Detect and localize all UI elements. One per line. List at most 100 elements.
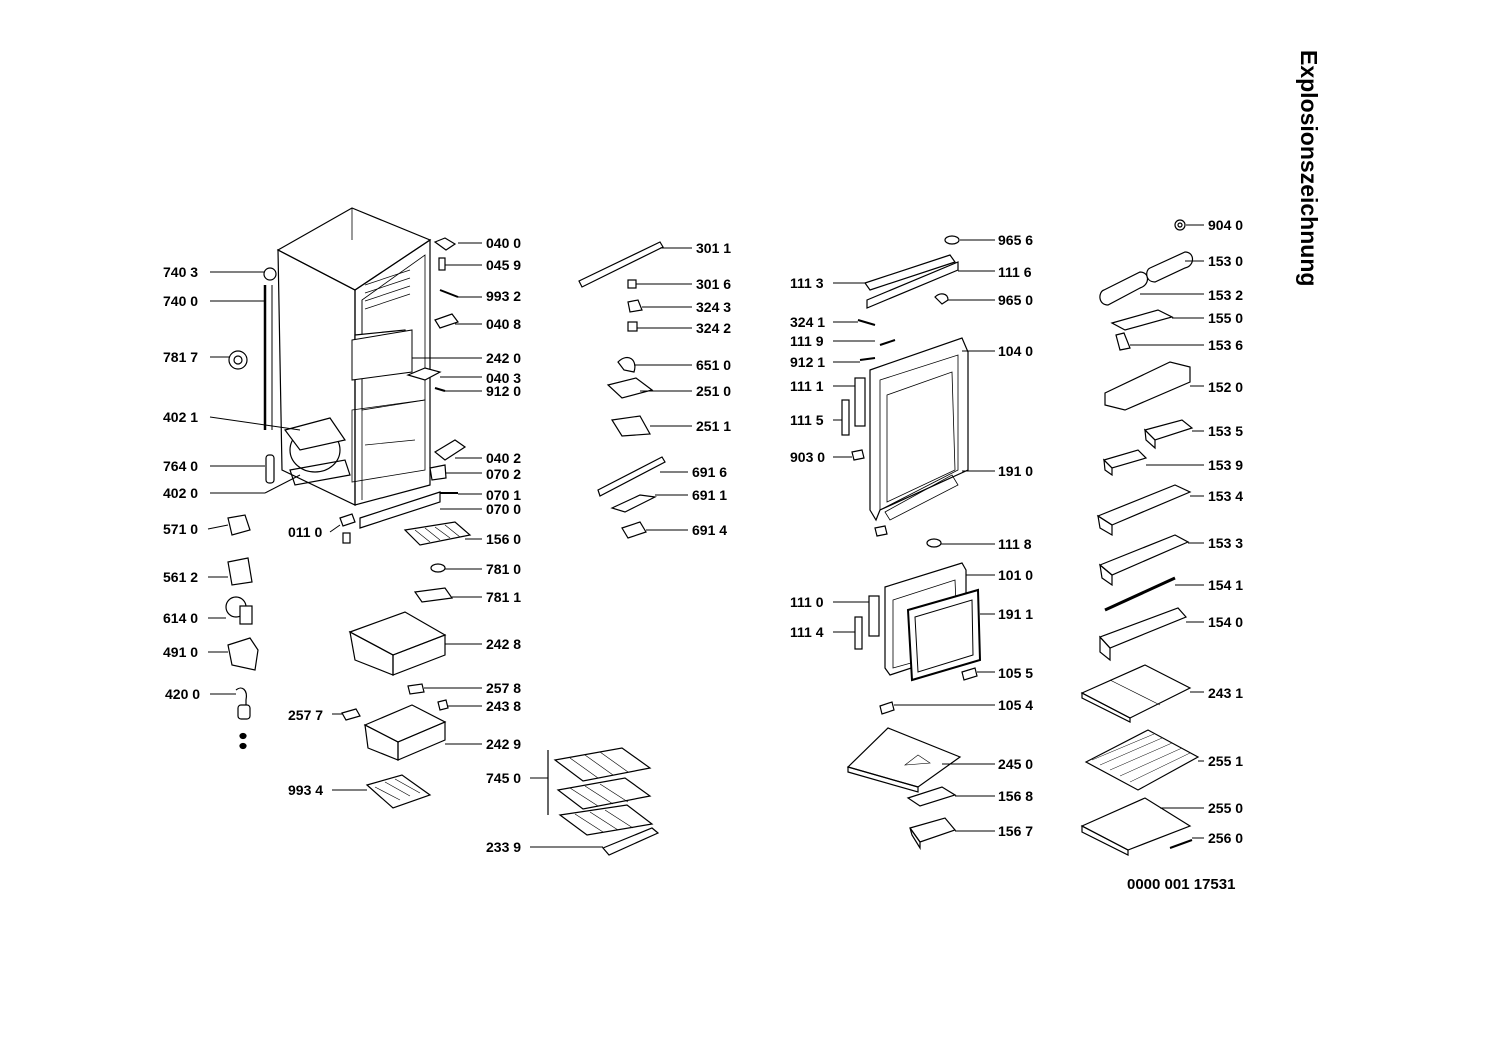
label-324-1: 324 1 [790, 314, 826, 330]
label-040-8: 040 8 [486, 316, 522, 332]
label-155-0: 155 0 [1208, 310, 1244, 326]
part-156-8 [906, 786, 957, 807]
label-257-8: 257 8 [486, 680, 522, 696]
label-745-0: 745 0 [486, 770, 522, 786]
label-111-0: 111 0 [790, 594, 824, 610]
label-040-3: 040 3 [486, 370, 522, 386]
label-156-0: 156 0 [486, 531, 522, 547]
label-243-1: 243 1 [1208, 685, 1244, 701]
label-153-2: 153 2 [1208, 287, 1244, 303]
part-156-7 [909, 817, 957, 851]
label-111-9: 111 9 [790, 333, 824, 349]
label-993-2: 993 2 [486, 288, 522, 304]
label-571-0: 571 0 [163, 521, 199, 537]
label-764-0: 764 0 [163, 458, 199, 474]
label-251-1: 251 1 [696, 418, 732, 434]
ice-tray [403, 521, 472, 546]
label-070-0: 070 0 [486, 501, 522, 517]
label-614-0: 614 0 [163, 610, 199, 626]
label-561-2: 561 2 [163, 569, 199, 585]
part-233-9 [602, 827, 660, 856]
label-903-0: 903 0 [790, 449, 826, 465]
label-101-0: 101 0 [998, 567, 1034, 583]
label-740-0: 740 0 [163, 293, 199, 309]
leader-lines [207, 224, 1204, 848]
label-104-0: 104 0 [998, 343, 1034, 359]
part-781-1 [413, 587, 454, 603]
bottom-shelf-right [1080, 797, 1192, 856]
label-153-6: 153 6 [1208, 337, 1244, 353]
label-402-1: 402 1 [163, 409, 199, 425]
rear-condenser [263, 267, 277, 430]
part-243-8 [437, 699, 449, 711]
label-105-4: 105 4 [998, 697, 1034, 713]
cabinet-body [276, 207, 441, 529]
label-040-0: 040 0 [486, 235, 522, 251]
label-993-4: 993 4 [288, 782, 324, 798]
label-191-0: 191 0 [998, 463, 1034, 479]
label-154-0: 154 0 [1208, 614, 1244, 630]
label-965-0: 965 0 [998, 292, 1034, 308]
label-011-0: 011 0 [288, 524, 323, 540]
label-402-0: 402 0 [163, 485, 199, 501]
label-111-3: 111 3 [790, 275, 824, 291]
label-242-8: 242 8 [486, 636, 522, 652]
misc-small-parts [225, 350, 356, 750]
label-651-0: 651 0 [696, 357, 732, 373]
label-242-0: 242 0 [486, 350, 522, 366]
label-105-5: 105 5 [998, 665, 1034, 681]
label-691-6: 691 6 [692, 464, 728, 480]
label-691-1: 691 1 [692, 487, 728, 503]
label-153-3: 153 3 [1208, 535, 1244, 551]
label-156-8: 156 8 [998, 788, 1034, 804]
label-111-6: 111 6 [998, 264, 1032, 280]
label-324-3: 324 3 [696, 299, 732, 315]
label-111-1: 111 1 [790, 378, 824, 394]
label-154-1: 154 1 [1208, 577, 1244, 593]
label-255-0: 255 0 [1208, 800, 1244, 816]
label-491-0: 491 0 [163, 644, 199, 660]
label-243-8: 243 8 [486, 698, 522, 714]
label-256-0: 256 0 [1208, 830, 1244, 846]
label-191-1: 191 1 [998, 606, 1034, 622]
part-781-0 [430, 563, 446, 573]
part-257-8 [407, 683, 425, 695]
label-324-2: 324 2 [696, 320, 732, 336]
label-070-1: 070 1 [486, 487, 522, 503]
label-111-5: 111 5 [790, 412, 824, 428]
glass-shelf-right [1080, 664, 1192, 723]
page-title: Explosionszeichnung [1282, 50, 1322, 320]
compressor [283, 417, 351, 486]
label-420-0: 420 0 [165, 686, 201, 702]
label-781-1: 781 1 [486, 589, 522, 605]
label-111-4: 111 4 [790, 624, 824, 640]
label-781-0: 781 0 [486, 561, 522, 577]
label-152-0: 152 0 [1208, 379, 1244, 395]
door-bins [1096, 219, 1194, 662]
ice-tray-lower [365, 774, 432, 809]
label-111-8: 111 8 [998, 536, 1032, 552]
label-257-7: 257 7 [288, 707, 324, 723]
label-245-0: 245 0 [998, 756, 1034, 772]
label-965-6: 965 6 [998, 232, 1034, 248]
label-301-1: 301 1 [696, 240, 732, 256]
label-912-0: 912 0 [486, 383, 522, 399]
glass-shelf-centre [846, 727, 962, 793]
label-156-7: 156 7 [998, 823, 1034, 839]
control-parts [578, 241, 666, 539]
label-070-2: 070 2 [486, 466, 522, 482]
label-904-0: 904 0 [1208, 217, 1244, 233]
label-153-0: 153 0 [1208, 253, 1244, 269]
label-242-9: 242 9 [486, 736, 522, 752]
freezer-drawer-lower [363, 704, 447, 761]
label-691-4: 691 4 [692, 522, 728, 538]
freezer-drawer-upper [348, 611, 447, 676]
freezer-door [854, 538, 982, 715]
label-912-1: 912 1 [790, 354, 826, 370]
label-153-9: 153 9 [1208, 457, 1244, 473]
refrigerator-door [841, 235, 969, 537]
label-153-4: 153 4 [1208, 488, 1244, 504]
hinges-and-brackets [406, 237, 467, 494]
